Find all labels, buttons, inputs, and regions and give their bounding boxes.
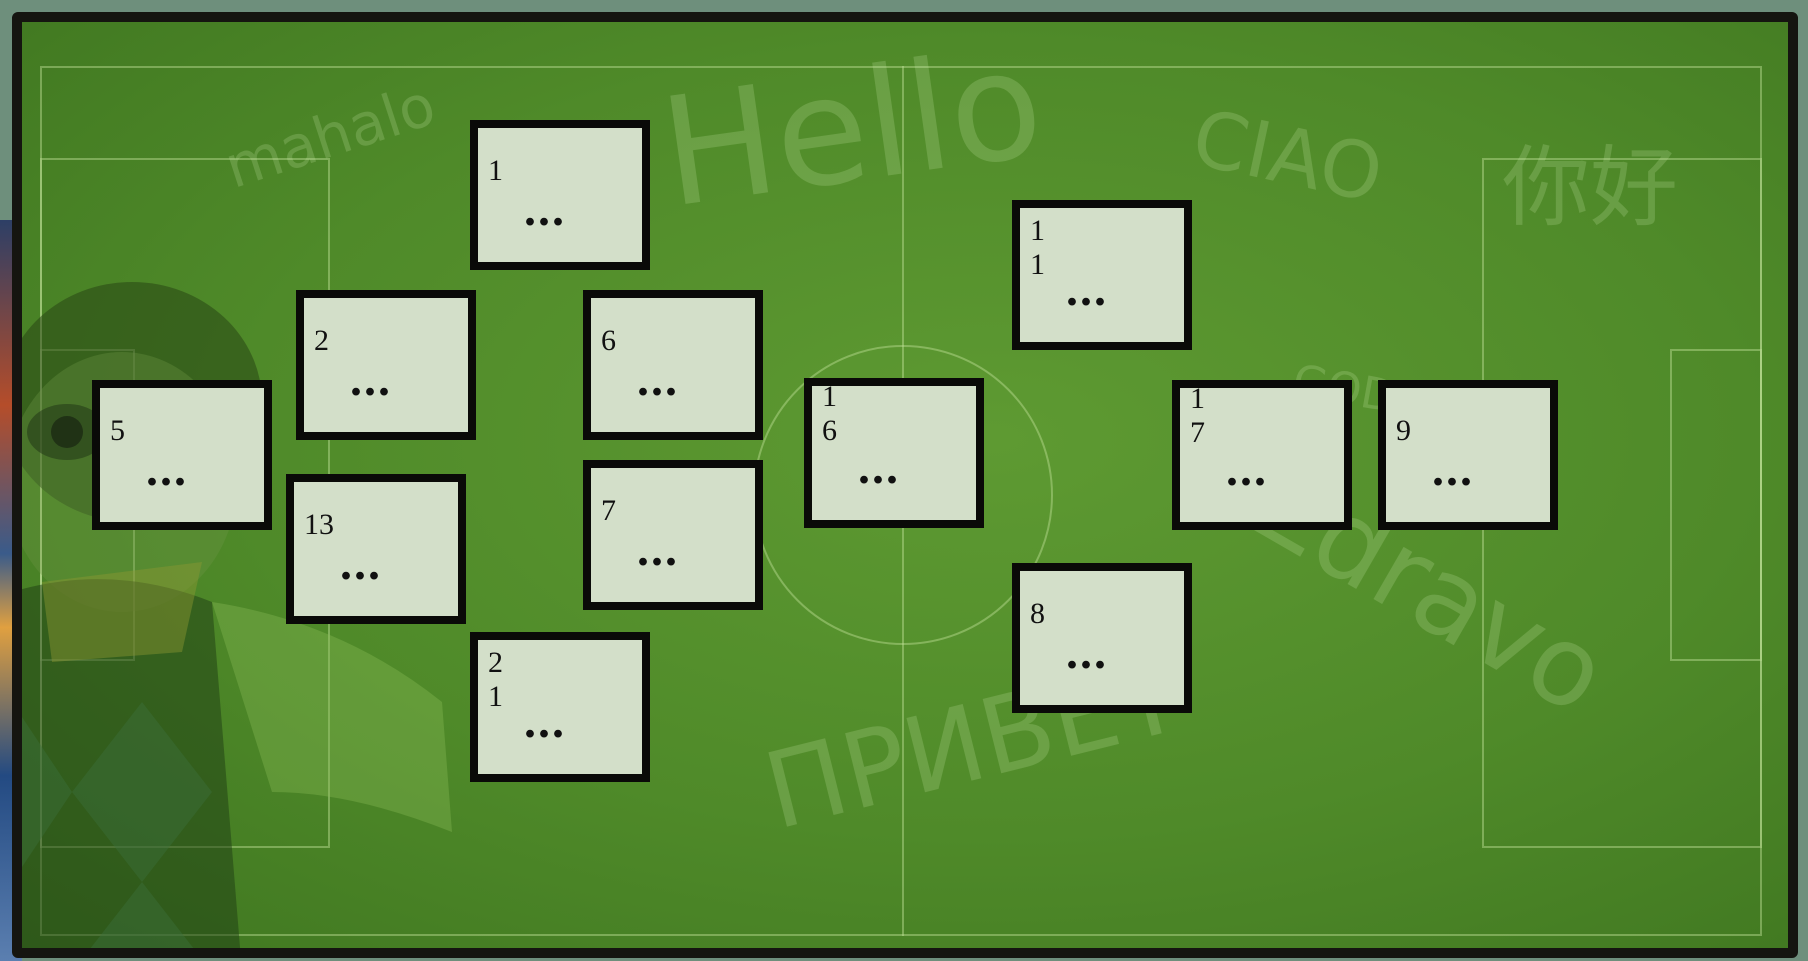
player-number: 1 (488, 154, 503, 188)
more-options-icon[interactable]: ... (1226, 460, 1268, 480)
player-number: 7 (601, 494, 616, 528)
more-options-icon[interactable]: ... (524, 712, 566, 732)
player-number: 5 (110, 414, 125, 448)
player-number: 13 (304, 508, 334, 542)
more-options-icon[interactable]: ... (1432, 460, 1474, 480)
more-options-icon[interactable]: ... (340, 554, 382, 574)
player-card[interactable]: 1 6 ... (804, 378, 984, 528)
player-card[interactable]: 5 ... (92, 380, 272, 530)
more-options-icon[interactable]: ... (637, 540, 679, 560)
player-card[interactable]: 1 ... (470, 120, 650, 270)
player-card[interactable]: 13 ... (286, 474, 466, 624)
more-options-icon[interactable]: ... (524, 200, 566, 220)
more-options-icon[interactable]: ... (1066, 643, 1108, 663)
player-number: 2 (314, 324, 329, 358)
player-card[interactable]: 6 ... (583, 290, 763, 440)
player-number: 1 1 (1030, 214, 1045, 282)
goal-area-right (1670, 349, 1762, 661)
more-options-icon[interactable]: ... (1066, 280, 1108, 300)
player-card[interactable]: 1 1 ... (1012, 200, 1192, 350)
player-number: 1 7 (1190, 382, 1205, 450)
player-number: 2 1 (488, 646, 503, 714)
player-number: 9 (1396, 414, 1411, 448)
player-number: 6 (601, 324, 616, 358)
soccer-field-board: mahalo Hello CIAO 你好 GODDAG Zdravo ПРИВЕ… (12, 12, 1798, 958)
player-number: 8 (1030, 597, 1045, 631)
more-options-icon[interactable]: ... (146, 460, 188, 480)
player-card[interactable]: 7 ... (583, 460, 763, 610)
player-card[interactable]: 9 ... (1378, 380, 1558, 530)
player-card[interactable]: 2 1 ... (470, 632, 650, 782)
more-options-icon[interactable]: ... (858, 458, 900, 478)
player-card[interactable]: 8 ... (1012, 563, 1192, 713)
player-card[interactable]: 2 ... (296, 290, 476, 440)
player-card[interactable]: 1 7 ... (1172, 380, 1352, 530)
player-number: 1 6 (822, 380, 837, 448)
more-options-icon[interactable]: ... (350, 370, 392, 390)
more-options-icon[interactable]: ... (637, 370, 679, 390)
